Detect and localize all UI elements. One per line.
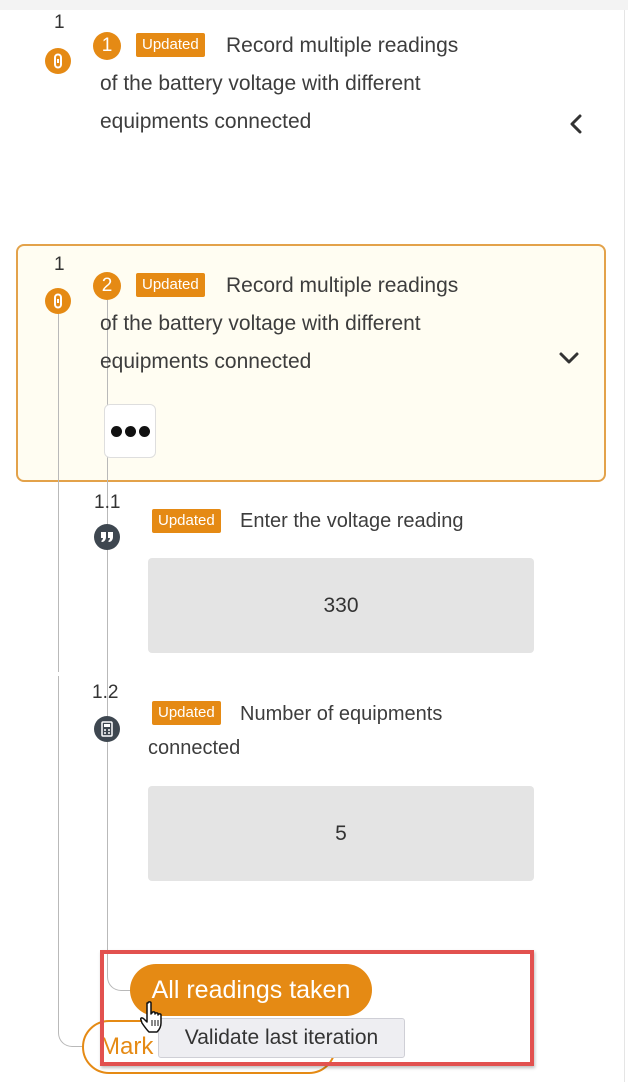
ellipsis-icon: [138, 425, 150, 437]
highlight-box: [100, 950, 534, 1066]
all-readings-taken-button[interactable]: All readings taken: [130, 964, 372, 1016]
calculator-icon: [94, 716, 120, 742]
ellipsis-icon: [110, 425, 122, 437]
step-title-line: of the battery voltage with different: [100, 312, 421, 335]
step-title-line: of the battery voltage with different: [100, 72, 421, 95]
connector-line: [58, 676, 83, 1047]
panel-divider: [624, 10, 625, 1082]
connector-line: [107, 950, 132, 991]
mark-button-label: Mark: [100, 1033, 154, 1060]
hand-cursor-icon: [140, 1000, 172, 1036]
step-index: 1: [54, 12, 65, 33]
updated-tag: Updated: [152, 509, 221, 533]
step-title-line: Record multiple readings: [226, 34, 459, 57]
step-title-line: Record multiple readings: [226, 274, 459, 297]
substep-index: 1.2: [92, 682, 119, 703]
chevron-left-icon[interactable]: [564, 112, 588, 136]
link-icon[interactable]: [45, 288, 71, 314]
tooltip: Validate last iteration: [158, 1018, 405, 1058]
updated-tag: Updated: [136, 33, 205, 57]
more-options-button[interactable]: [104, 404, 156, 458]
updated-tag: Updated: [152, 701, 221, 725]
step-title-line: equipments connected: [100, 350, 312, 373]
ellipsis-icon: [124, 425, 136, 437]
field-label: connected: [148, 737, 241, 759]
connector-line: [58, 300, 59, 672]
step-title-line: equipments connected: [100, 110, 312, 133]
connector-line: [107, 300, 108, 950]
step-number-badge: 2: [93, 272, 121, 300]
chevron-down-icon[interactable]: [557, 346, 581, 370]
step-number-badge: 1: [93, 32, 121, 60]
field-label: Number of equipments: [240, 703, 443, 725]
updated-tag: Updated: [136, 273, 205, 297]
step-index: 1: [54, 254, 65, 275]
equipment-count-field[interactable]: 5: [148, 786, 534, 881]
top-bar: [0, 0, 628, 10]
field-label: Enter the voltage reading: [240, 510, 464, 532]
substep-index: 1.1: [94, 492, 121, 513]
link-icon[interactable]: [45, 48, 71, 74]
voltage-reading-field[interactable]: 330: [148, 558, 534, 653]
quote-icon: [94, 524, 120, 550]
